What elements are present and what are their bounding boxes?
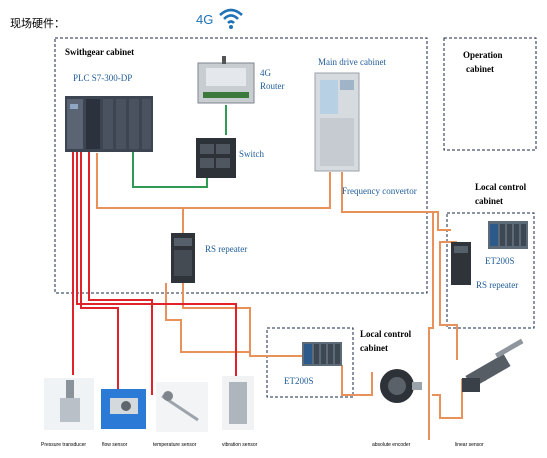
vibration-sensor-label: vibration sensor (222, 442, 258, 448)
et200s-2-label: ET200S (284, 376, 314, 386)
local-control-cabinet-2-border (266, 327, 354, 398)
ethernet-lines (132, 105, 227, 188)
linear-sensor-label: linear sensor (455, 442, 484, 448)
flow-sensor-label: flow sensor (102, 442, 128, 448)
analog-lines (72, 152, 237, 395)
main-drive-device (314, 72, 360, 172)
switch-label: Switch (239, 149, 265, 159)
main-drive-cabinet-label: Main drive cabinet (318, 57, 386, 67)
local-control-cabinet-1-label: Local control (475, 182, 527, 192)
vibration-sensor-image (222, 376, 254, 430)
operation-cabinet-label: Operation (463, 50, 503, 60)
page-title: 现场硬件： (10, 17, 65, 30)
linear-sensor-image (462, 338, 524, 392)
et200s-2-device (302, 342, 342, 366)
et200s-1-label: ET200S (485, 256, 515, 266)
pressure-transducer-label: Pressure transducer (41, 442, 87, 448)
router-device (197, 56, 255, 104)
local-control-cabinet-2-label: Local control (360, 329, 412, 339)
rs-repeater-2-label: RS repeater (476, 280, 519, 290)
router-label: 4G (260, 68, 271, 78)
absolute-encoder-image (380, 369, 422, 403)
operation-cabinet-label-2: cabinet (466, 64, 494, 74)
rs-repeater-2-device (451, 242, 471, 285)
switchgear-cabinet-border (54, 37, 428, 294)
pressure-transducer-image (44, 378, 94, 430)
wifi-icon (219, 8, 243, 29)
plc-label: PLC S7-300-DP (73, 73, 133, 83)
rs-repeater-1-label: RS repeater (205, 244, 248, 254)
temperature-sensor-image (156, 382, 208, 432)
plc-device (65, 96, 153, 152)
router-label-2: Router (260, 81, 285, 91)
flow-sensor-image (101, 389, 146, 429)
et200s-1-device (488, 221, 528, 249)
local-control-cabinet-1-border (446, 212, 535, 329)
switch-device (196, 138, 236, 178)
operation-cabinet-border (443, 37, 537, 151)
temperature-sensor-label: temperature sensor (153, 442, 197, 448)
local-control-cabinet-1-label-2: cabinet (475, 196, 503, 206)
rs-repeater-1-device (171, 233, 195, 283)
switchgear-cabinet-label: Swithgear cabinet (65, 47, 135, 57)
local-control-cabinet-2-label-2: cabinet (360, 343, 388, 353)
signal-label: 4G (196, 12, 214, 27)
frequency-convertor-label: Frequency convertor (342, 186, 417, 196)
absolute-encoder-label: absolute encoder (372, 442, 411, 448)
profibus-lines (96, 153, 486, 440)
